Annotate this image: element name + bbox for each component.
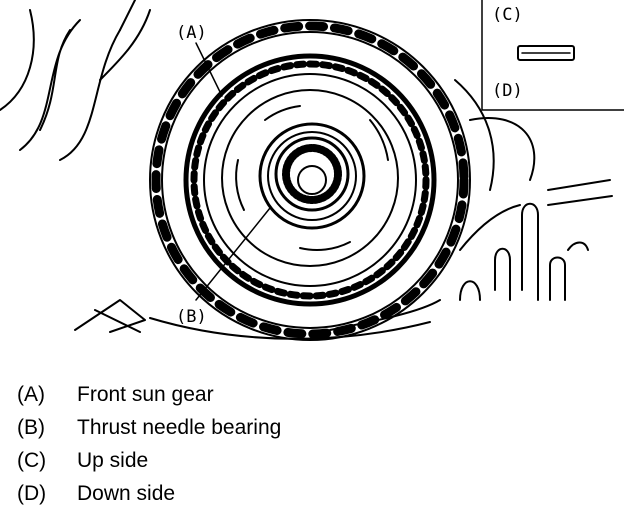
callout-a: (A) — [176, 23, 207, 43]
legend-text: Down side — [77, 481, 176, 505]
carrier-slot-right — [369, 119, 389, 161]
legend-text: Up side — [77, 448, 149, 472]
clutch-drum-rim — [161, 31, 459, 329]
clutch-drum-teeth — [151, 21, 469, 339]
front-sun-gear-splines — [190, 60, 430, 300]
carrier-plate — [221, 89, 399, 267]
leader-line-a — [195, 42, 223, 97]
hub-bore — [297, 165, 327, 195]
hub-splines — [282, 144, 342, 204]
housing-outline-left — [0, 9, 121, 161]
legend-key: (A) — [17, 382, 45, 406]
legend-key: (B) — [17, 415, 45, 439]
legend-text: Front sun gear — [77, 382, 214, 406]
housing-outline-top — [99, 0, 151, 81]
callout-b: (B) — [176, 307, 207, 327]
carrier-slot-left — [235, 159, 245, 211]
legend-item-b: (B) Thrust needle bearing — [17, 411, 281, 444]
carrier-slot-bottom — [299, 241, 351, 251]
inset-border — [481, 0, 624, 111]
legend: (A) Front sun gear (B) Thrust needle bea… — [17, 378, 281, 510]
carrier-slot-top — [264, 105, 301, 121]
thrust-needle-bearing-outer — [258, 122, 366, 230]
hub-outer — [274, 136, 350, 212]
callout-d: (D) — [492, 81, 523, 101]
thrust-needle-bearing-inner — [267, 131, 357, 221]
legend-item-d: (D) Down side — [17, 477, 281, 510]
legend-text: Thrust needle bearing — [77, 415, 282, 439]
leader-line-b — [195, 207, 271, 301]
housing-bracket — [547, 179, 613, 206]
housing-fins — [459, 202, 589, 301]
housing-outline-bottom-left — [74, 299, 146, 333]
transmission-diagram: (A) (B) (C) (D) — [0, 0, 624, 341]
clutch-drum-outer — [149, 19, 471, 341]
front-sun-gear-ring — [183, 53, 437, 307]
callout-c: (C) — [492, 5, 523, 25]
legend-key: (D) — [17, 481, 47, 505]
legend-key: (C) — [17, 448, 47, 472]
front-sun-gear-inner-rim — [203, 73, 417, 287]
inset-part-outline — [517, 45, 575, 61]
legend-item-a: (A) Front sun gear — [17, 378, 281, 411]
housing-outline-right — [454, 79, 536, 251]
legend-item-c: (C) Up side — [17, 444, 281, 477]
